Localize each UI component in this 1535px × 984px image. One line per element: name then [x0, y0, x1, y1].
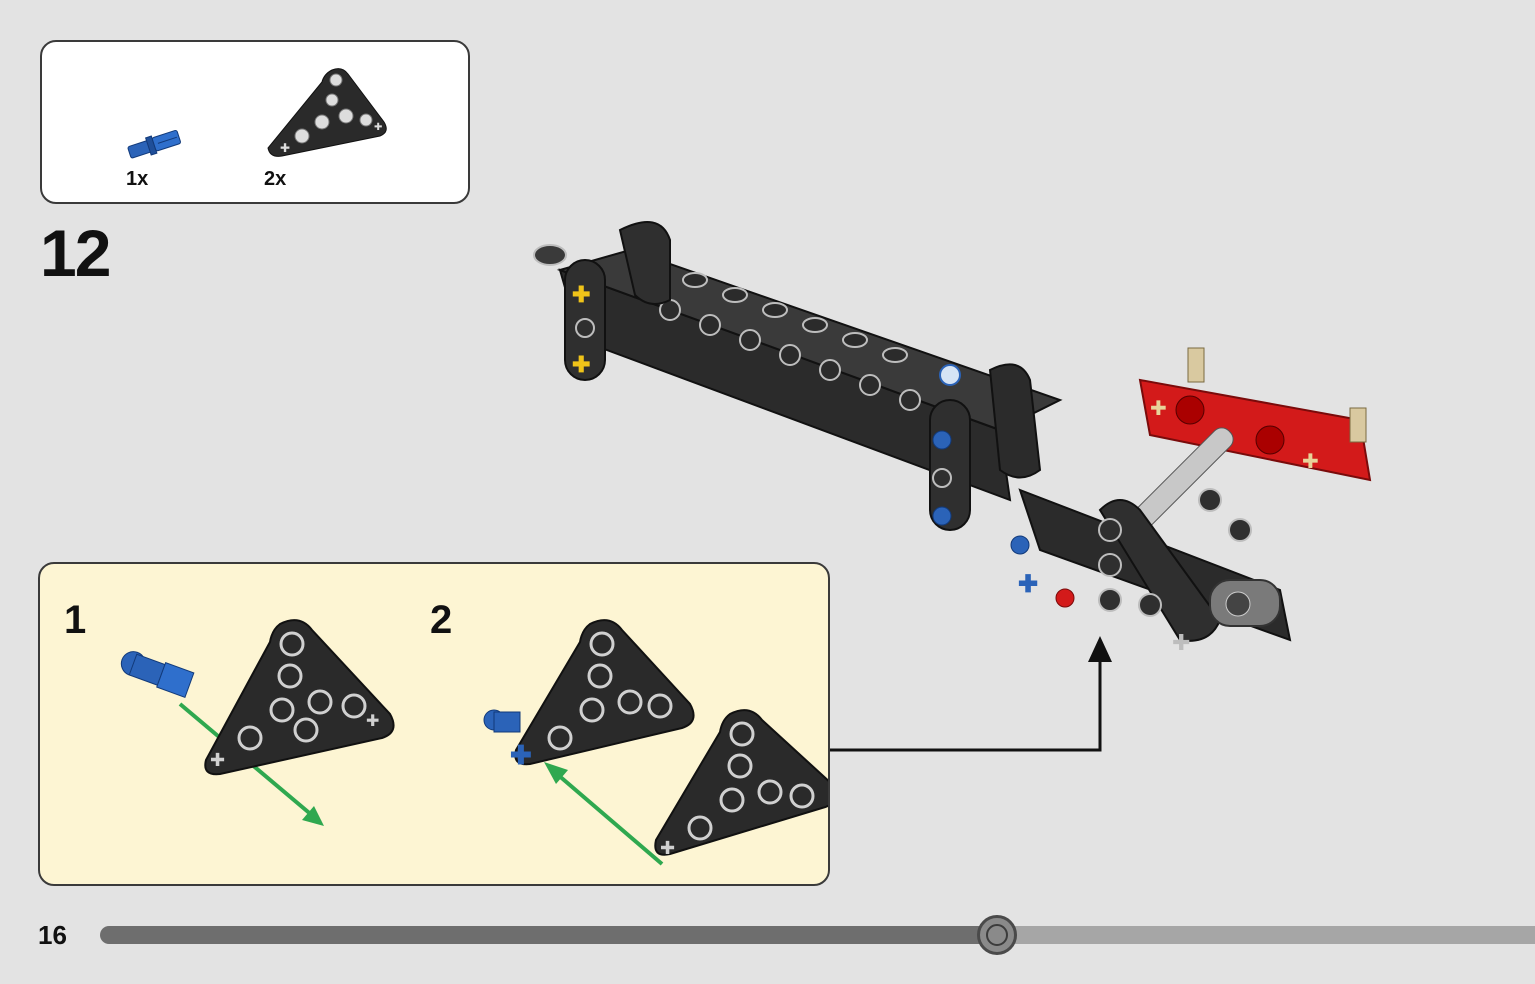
substep-1-illustration: ✚ ✚ — [120, 619, 395, 826]
substep-number: 2 — [430, 598, 453, 642]
callout-connector-arrow — [830, 636, 1112, 752]
step-number: 12 — [40, 216, 111, 290]
svg-text:✚: ✚ — [366, 713, 379, 730]
triangle-liftarm-icon: ✚ — [654, 709, 828, 858]
part-qty: 2x — [264, 168, 287, 190]
assembly-model-illustration: ✚ ✚ ✚ ✚ ✚ ✚ — [533, 221, 1372, 655]
blue-axle-pin-icon: ✚ — [483, 709, 532, 770]
parts-list-panel: 1x ✚ ✚ 2x — [40, 40, 470, 204]
triangle-liftarm-icon: ✚ ✚ — [267, 68, 387, 157]
substep-2-illustration: ✚ ✚ — [483, 619, 828, 866]
blue-axle-pin-icon — [127, 129, 181, 159]
page-number: 16 — [38, 920, 67, 950]
blue-axle-pin-icon — [120, 651, 195, 698]
progress-knob — [976, 915, 1017, 955]
triangle-liftarm-icon — [514, 619, 695, 766]
svg-text:✚: ✚ — [1172, 630, 1190, 655]
svg-text:✚: ✚ — [1018, 571, 1038, 598]
svg-text:✚: ✚ — [210, 750, 225, 770]
subassembly-callout-panel: 1 2 ✚ ✚ — [38, 562, 830, 886]
progress-bar — [100, 926, 1535, 944]
svg-text:✚: ✚ — [374, 122, 382, 133]
substep-number: 1 — [64, 598, 87, 642]
svg-text:✚: ✚ — [1302, 451, 1319, 473]
triangle-liftarm-icon: ✚ ✚ — [204, 619, 395, 776]
svg-text:✚: ✚ — [572, 282, 590, 307]
svg-text:✚: ✚ — [1150, 398, 1167, 420]
svg-text:✚: ✚ — [660, 838, 675, 858]
part-qty: 1x — [126, 168, 149, 190]
svg-text:✚: ✚ — [572, 352, 590, 377]
svg-text:✚: ✚ — [510, 740, 532, 770]
progress-bar-fill — [100, 926, 997, 944]
svg-text:✚: ✚ — [280, 141, 290, 155]
